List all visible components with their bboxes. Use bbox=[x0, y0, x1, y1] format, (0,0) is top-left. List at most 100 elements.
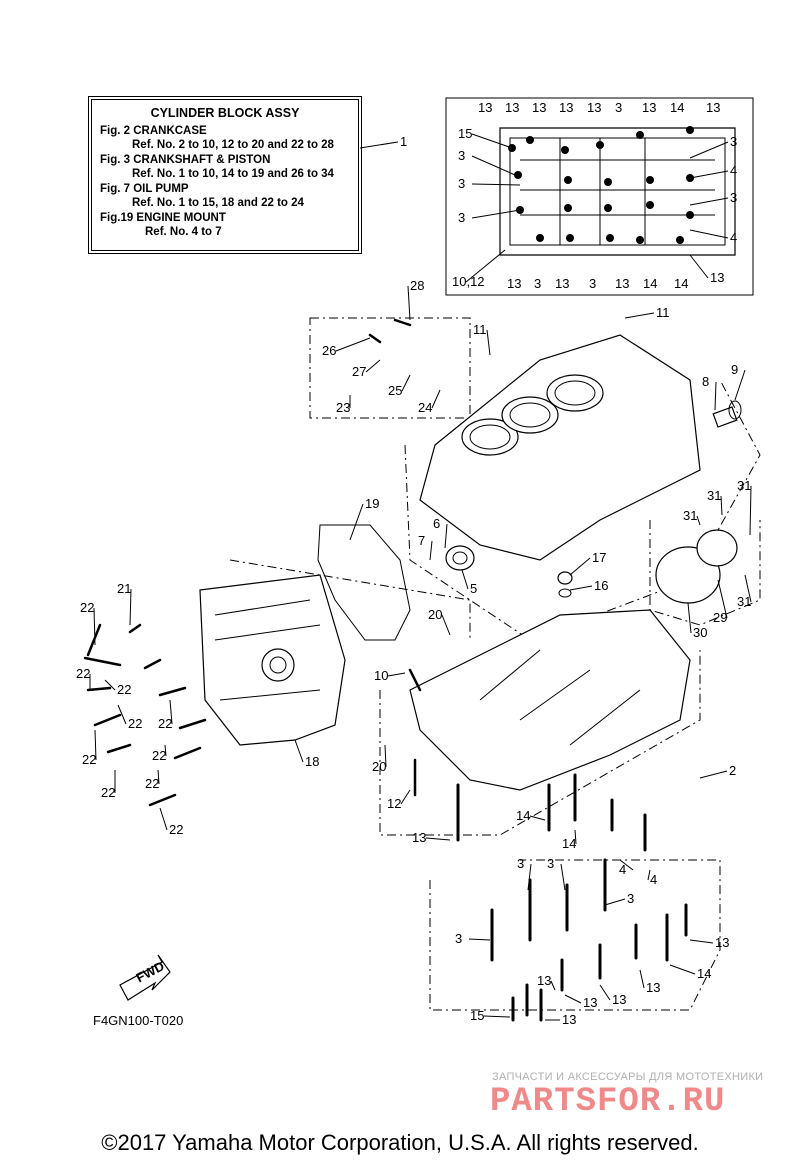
callout-13: 13 bbox=[505, 100, 519, 115]
leader-lines bbox=[89, 133, 752, 1021]
leader-line bbox=[429, 540, 433, 561]
callout-13: 13 bbox=[615, 276, 629, 291]
callout-13: 13 bbox=[562, 1012, 576, 1027]
inset-frame bbox=[445, 97, 754, 296]
callout-13: 13 bbox=[559, 100, 573, 115]
callout-22: 22 bbox=[82, 752, 96, 767]
callout-23: 23 bbox=[336, 400, 350, 415]
callout-22: 22 bbox=[76, 666, 90, 681]
leader-line bbox=[689, 170, 729, 179]
bolt bbox=[86, 623, 102, 657]
callout-6: 6 bbox=[433, 516, 440, 531]
leader-line bbox=[647, 869, 651, 881]
callout-27: 27 bbox=[352, 364, 366, 379]
callout-3: 3 bbox=[730, 190, 737, 205]
leader-line bbox=[574, 829, 577, 845]
callout-14: 14 bbox=[670, 100, 684, 115]
callout-13: 13 bbox=[537, 973, 551, 988]
callout-14: 14 bbox=[643, 276, 657, 291]
leader-line bbox=[431, 389, 441, 409]
inset-bolt-dot bbox=[686, 211, 694, 219]
callout-3: 3 bbox=[458, 148, 465, 163]
callout-19: 19 bbox=[365, 496, 379, 511]
inset-bolt-dot bbox=[536, 234, 544, 242]
callout-11: 11 bbox=[473, 322, 487, 337]
callout-13: 13 bbox=[412, 830, 426, 845]
leader-line bbox=[550, 980, 556, 991]
leader-line bbox=[444, 523, 448, 549]
leader-line bbox=[639, 969, 645, 989]
leader-line bbox=[569, 557, 591, 576]
callout-3: 3 bbox=[589, 276, 596, 291]
bolt bbox=[143, 658, 162, 670]
cover-29-30 bbox=[655, 529, 738, 604]
leader-line bbox=[689, 939, 714, 944]
gasket-outline bbox=[229, 559, 471, 640]
leader-line bbox=[441, 614, 451, 636]
callout-3: 3 bbox=[615, 100, 622, 115]
callout-13: 13 bbox=[706, 100, 720, 115]
watermark-tagline: ЗАПЧАСТИ И АКСЕССУАРЫ ДЛЯ МОТОТЕХНИКИ bbox=[492, 1071, 764, 1083]
bolts-outline bbox=[429, 859, 721, 1011]
bolt bbox=[83, 656, 122, 667]
leader-line bbox=[349, 503, 364, 541]
inset-bolt-dot bbox=[514, 171, 522, 179]
inset-bolt-dot bbox=[566, 234, 574, 242]
leader-line bbox=[529, 815, 546, 821]
callout-4: 4 bbox=[650, 872, 657, 887]
leader-line bbox=[359, 141, 399, 149]
leader-line bbox=[465, 249, 506, 283]
cylinder-block-outline bbox=[404, 379, 761, 641]
callout-25: 25 bbox=[388, 383, 402, 398]
callout-13: 13 bbox=[612, 992, 626, 1007]
callout-16: 16 bbox=[594, 578, 608, 593]
leader-line bbox=[384, 744, 387, 768]
callout-7: 7 bbox=[418, 533, 425, 548]
callout-9: 9 bbox=[731, 362, 738, 377]
leader-line bbox=[714, 381, 717, 411]
callout-31: 31 bbox=[707, 488, 721, 503]
leader-line bbox=[169, 699, 173, 725]
info-box-line: Fig. 2 CRANKCASE bbox=[100, 124, 207, 137]
callout-22: 22 bbox=[101, 785, 115, 800]
inset-bolt-dot bbox=[564, 204, 572, 212]
info-box-line: Ref. No. 2 to 10, 12 to 20 and 22 to 28 bbox=[132, 139, 334, 151]
crankcase-outline bbox=[379, 650, 701, 836]
leader-line bbox=[749, 485, 752, 536]
leader-line bbox=[94, 729, 97, 761]
inset-bolt-dot bbox=[686, 126, 694, 134]
info-box-title: CYLINDER BLOCK ASSY bbox=[150, 106, 300, 120]
leader-line bbox=[471, 209, 521, 219]
bolt bbox=[106, 743, 132, 754]
leader-line bbox=[129, 588, 132, 626]
leader-line bbox=[689, 197, 729, 206]
callout-15: 15 bbox=[470, 1008, 484, 1023]
info-box-line: Ref. No. 4 to 7 bbox=[145, 226, 222, 238]
info-box-line: Ref. No. 1 to 10, 14 to 19 and 26 to 34 bbox=[132, 168, 334, 180]
leader-line bbox=[365, 359, 381, 373]
copyright-notice: ©2017 Yamaha Motor Corporation, U.S.A. A… bbox=[101, 1130, 699, 1155]
info-box-line: Fig. 7 OIL PUMP bbox=[100, 182, 189, 195]
leader-line bbox=[461, 569, 469, 590]
leader-line bbox=[425, 837, 451, 841]
cover-outline bbox=[649, 520, 761, 626]
bolt bbox=[93, 713, 122, 727]
callout-3: 3 bbox=[730, 134, 737, 149]
callout-17: 17 bbox=[592, 550, 606, 565]
leader-line bbox=[744, 574, 752, 603]
callout-12: 12 bbox=[387, 796, 401, 811]
leader-line bbox=[717, 579, 728, 619]
leader-line bbox=[483, 1015, 511, 1018]
info-box-lines: Fig. 2 CRANKCASE Ref. No. 2 to 10, 12 to … bbox=[100, 124, 350, 240]
callout-14: 14 bbox=[697, 966, 711, 981]
leader-line bbox=[117, 704, 127, 725]
leader-line bbox=[471, 183, 521, 186]
fwd-arrow-icon: FWD bbox=[119, 954, 171, 1001]
leader-line bbox=[599, 984, 611, 1001]
callout-28: 28 bbox=[410, 278, 424, 293]
bolt bbox=[86, 686, 112, 692]
callout-8: 8 bbox=[702, 374, 709, 389]
callout-3: 3 bbox=[458, 210, 465, 225]
callout-14: 14 bbox=[674, 276, 688, 291]
